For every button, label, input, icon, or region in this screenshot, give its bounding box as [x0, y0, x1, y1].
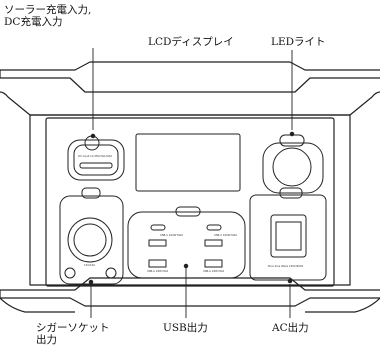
dc-input-module — [67, 139, 125, 181]
leader-dot-led — [289, 131, 295, 137]
top-handle — [0, 61, 380, 71]
callout-solar-line1: ソーラー充電入力, — [4, 4, 92, 16]
usb-c-port-2[interactable] — [206, 224, 222, 231]
dc5521-port-left[interactable] — [64, 267, 76, 279]
led-light — [262, 142, 324, 194]
leader-dot-usb — [183, 263, 189, 269]
callout-cigar-line2: 出力 — [36, 334, 57, 346]
usb-a-port-2[interactable] — [204, 259, 223, 268]
dc-input-label: DC Input 12-28V/10A MAX — [78, 154, 112, 158]
callout-cigar-line1: シガーソケット — [36, 322, 110, 334]
leader-dot-cigar — [88, 279, 94, 285]
cig-rating-label: 12V/10A — [84, 263, 95, 267]
usb-c2-label: USB-C 100W MAX — [214, 233, 237, 237]
dc-input-port[interactable] — [84, 135, 100, 151]
usb-c1-label: USB-C 100W MAX — [160, 233, 183, 237]
callout-ac-output: AC出力 — [272, 322, 309, 334]
callout-solar-line2: DC充電入力 — [4, 16, 63, 28]
ac-rating-label: Pure Sine Wave 100V/60Hz — [268, 264, 304, 268]
callout-solar-dc-input: ソーラー充電入力, DC充電入力 — [4, 4, 91, 28]
dc-button[interactable] — [81, 187, 101, 199]
lcd-display — [135, 133, 241, 192]
usb-a-port-1[interactable] — [148, 259, 167, 268]
cigar-module — [59, 195, 124, 285]
front-panel — [45, 117, 335, 287]
leader-dot-solar — [90, 133, 96, 139]
device-body — [0, 91, 380, 116]
bottom-handle — [0, 277, 380, 291]
usb-a1-label: USB-A 18W MAX — [147, 269, 169, 273]
led-button[interactable] — [279, 134, 305, 147]
ac-outlet[interactable] — [270, 214, 307, 258]
usb-module — [127, 211, 246, 279]
callout-lcd-display: LCDディスプレイ — [148, 36, 234, 48]
callout-usb-output: USB出力 — [163, 322, 208, 334]
callout-cigar-socket: シガーソケット 出力 — [36, 322, 110, 346]
callout-led-light: LEDライト — [271, 36, 326, 48]
usb-c-port-1[interactable] — [150, 224, 166, 231]
cigar-socket[interactable] — [67, 217, 113, 263]
usb-a2-label: USB-A 18W MAX — [203, 269, 225, 273]
ac-button[interactable] — [279, 187, 303, 199]
dc5521-port-right[interactable] — [105, 267, 117, 279]
leader-dot-ac — [287, 278, 293, 284]
